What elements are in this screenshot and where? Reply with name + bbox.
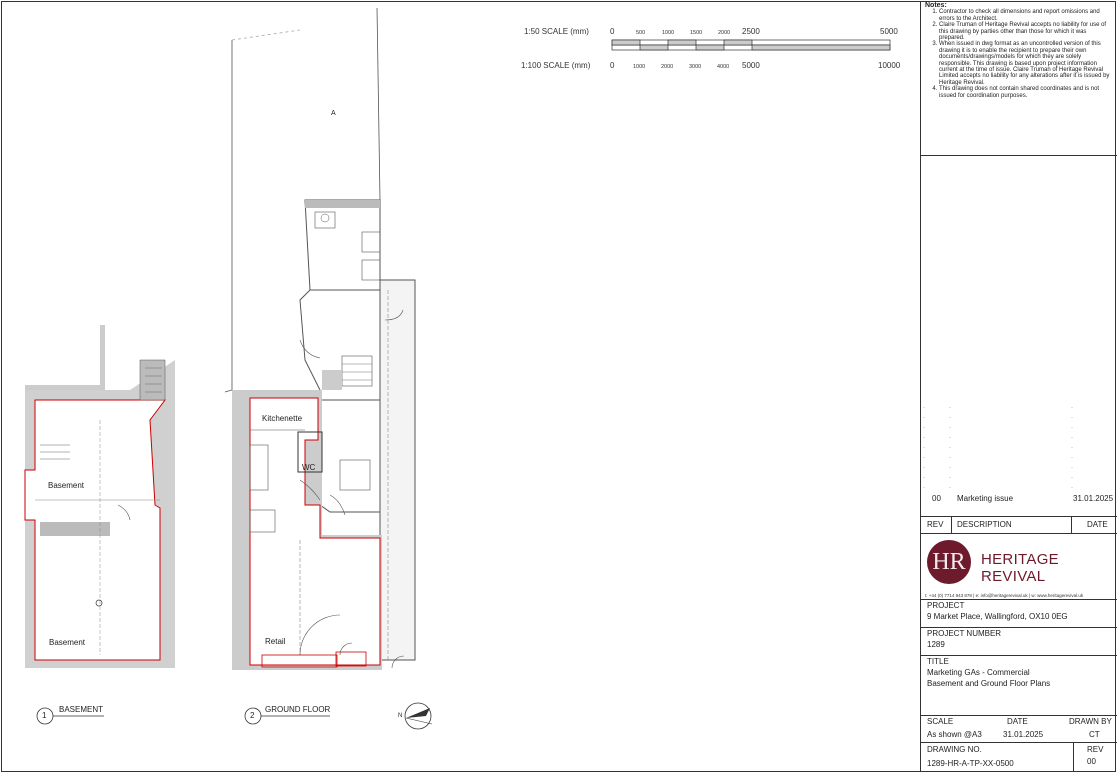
- north-label: N: [398, 713, 403, 719]
- tick-100-0: 0: [610, 61, 615, 70]
- scale-bar-1-50: [611, 39, 891, 51]
- revision-header: REV DESCRIPTION DATE: [921, 516, 1117, 533]
- drawn-by-value: CT: [1089, 730, 1100, 739]
- room-label-wc: WC: [302, 463, 316, 472]
- room-label-retail: Retail: [265, 637, 286, 646]
- drawing-title-1: BASEMENT: [59, 705, 104, 714]
- divider: [1073, 743, 1074, 772]
- notes-panel: Notes: Contractor to check all dimension…: [921, 1, 1117, 156]
- rev-header: REV: [927, 520, 944, 529]
- ground-floor-plan: [232, 199, 416, 670]
- room-label-kitchenette: Kitchenette: [262, 414, 303, 423]
- note-item: Contractor to check all dimensions and r…: [939, 9, 1113, 22]
- notes-list: Contractor to check all dimensions and r…: [925, 9, 1113, 99]
- project-number-label: PROJECT NUMBER: [927, 629, 1002, 638]
- tick-100-5: 5000: [742, 61, 760, 70]
- title-block: Notes: Contractor to check all dimension…: [920, 1, 1117, 772]
- revision-dots-right: ·········: [1071, 405, 1073, 491]
- tick-50-0: 0: [610, 27, 615, 36]
- date-value: 31.01.2025: [1003, 730, 1044, 739]
- tick-100-4: 4000: [717, 64, 730, 70]
- divider: [951, 517, 952, 533]
- project-number-value: 1289: [927, 640, 945, 649]
- contact-line: t: +44 (0) 7714 943 878 | e: info@herita…: [925, 593, 1084, 598]
- note-item: When issued in dwg format as an uncontro…: [939, 41, 1113, 86]
- title-row: TITLE Marketing GAs - Commercial Basemen…: [921, 655, 1117, 715]
- scale-date-row: SCALE As shown @A3 DATE 31.01.2025 DRAWN…: [921, 715, 1117, 742]
- rev-box-label: REV: [1087, 745, 1104, 754]
- drawing-no-value: 1289-HR-A-TP-XX-0500: [927, 759, 1014, 768]
- heritage-revival-logo: HR HERITAGE REVIVAL: [923, 534, 1115, 594]
- drawing-number-2: 2: [250, 711, 255, 720]
- logo-wordmark: HERITAGE REVIVAL: [981, 551, 1059, 585]
- date-label: DATE: [1007, 717, 1028, 726]
- description-header: DESCRIPTION: [957, 520, 1012, 529]
- project-row: PROJECT 9 Market Place, Wallingford, OX1…: [921, 599, 1117, 627]
- date-header: DATE: [1087, 520, 1108, 529]
- divider: [1071, 517, 1072, 533]
- tick-50-6: 5000: [880, 27, 898, 36]
- tick-100-3: 3000: [689, 64, 702, 70]
- tick-50-1: 500: [636, 30, 646, 36]
- tick-50-4: 2000: [718, 30, 731, 36]
- project-value: 9 Market Place, Wallingford, OX10 0EG: [927, 612, 1068, 621]
- logo-monogram: HR: [927, 540, 971, 584]
- revision-dots-mid: ·········: [949, 405, 951, 491]
- scale-label-1-50: 1:50 SCALE (mm): [524, 27, 589, 36]
- drawing-markers: [36, 707, 330, 725]
- yard-marker: A: [331, 110, 336, 117]
- scale-label-1-100: 1:100 SCALE (mm): [521, 61, 591, 70]
- title-label: TITLE: [927, 657, 949, 666]
- room-label-basement-lower: Basement: [49, 638, 86, 647]
- drawing-no-row: DRAWING NO. 1289-HR-A-TP-XX-0500 REV 00: [921, 742, 1117, 772]
- note-item: Claire Truman of Heritage Revival accept…: [939, 22, 1113, 41]
- revision-rev: 00: [932, 494, 941, 503]
- title-line-1: Marketing GAs - Commercial: [927, 668, 1030, 677]
- scale-value: As shown @A3: [927, 730, 982, 739]
- revision-description: Marketing issue: [957, 494, 1014, 503]
- tick-100-2: 2000: [661, 64, 674, 70]
- note-item: This drawing does not contain shared coo…: [939, 86, 1113, 99]
- tick-100-1: 1000: [633, 64, 646, 70]
- tick-50-3: 1500: [690, 30, 703, 36]
- tick-100-6: 10000: [878, 61, 901, 70]
- revision-dots-left: ·········: [923, 405, 925, 491]
- project-label: PROJECT: [927, 601, 965, 610]
- notes-heading: Notes:: [925, 2, 947, 9]
- brand-panel: [921, 533, 1117, 599]
- drawing-number-1: 1: [42, 711, 47, 720]
- drawing-no-label: DRAWING NO.: [927, 745, 982, 754]
- drawn-by-label: DRAWN BY: [1069, 717, 1112, 726]
- rev-box-value: 00: [1087, 757, 1096, 766]
- basement-plan: [24, 325, 175, 668]
- north-arrow: [404, 702, 433, 730]
- tick-50-5: 2500: [742, 27, 760, 36]
- room-label-basement-upper: Basement: [48, 481, 85, 490]
- scale-label: SCALE: [927, 717, 954, 726]
- title-line-2: Basement and Ground Floor Plans: [927, 679, 1051, 688]
- tick-50-2: 1000: [662, 30, 675, 36]
- project-number-row: PROJECT NUMBER 1289: [921, 627, 1117, 655]
- drawing-title-2: GROUND FLOOR: [265, 705, 331, 714]
- revision-date: 31.01.2025: [1073, 494, 1114, 503]
- floor-plans: [24, 7, 891, 730]
